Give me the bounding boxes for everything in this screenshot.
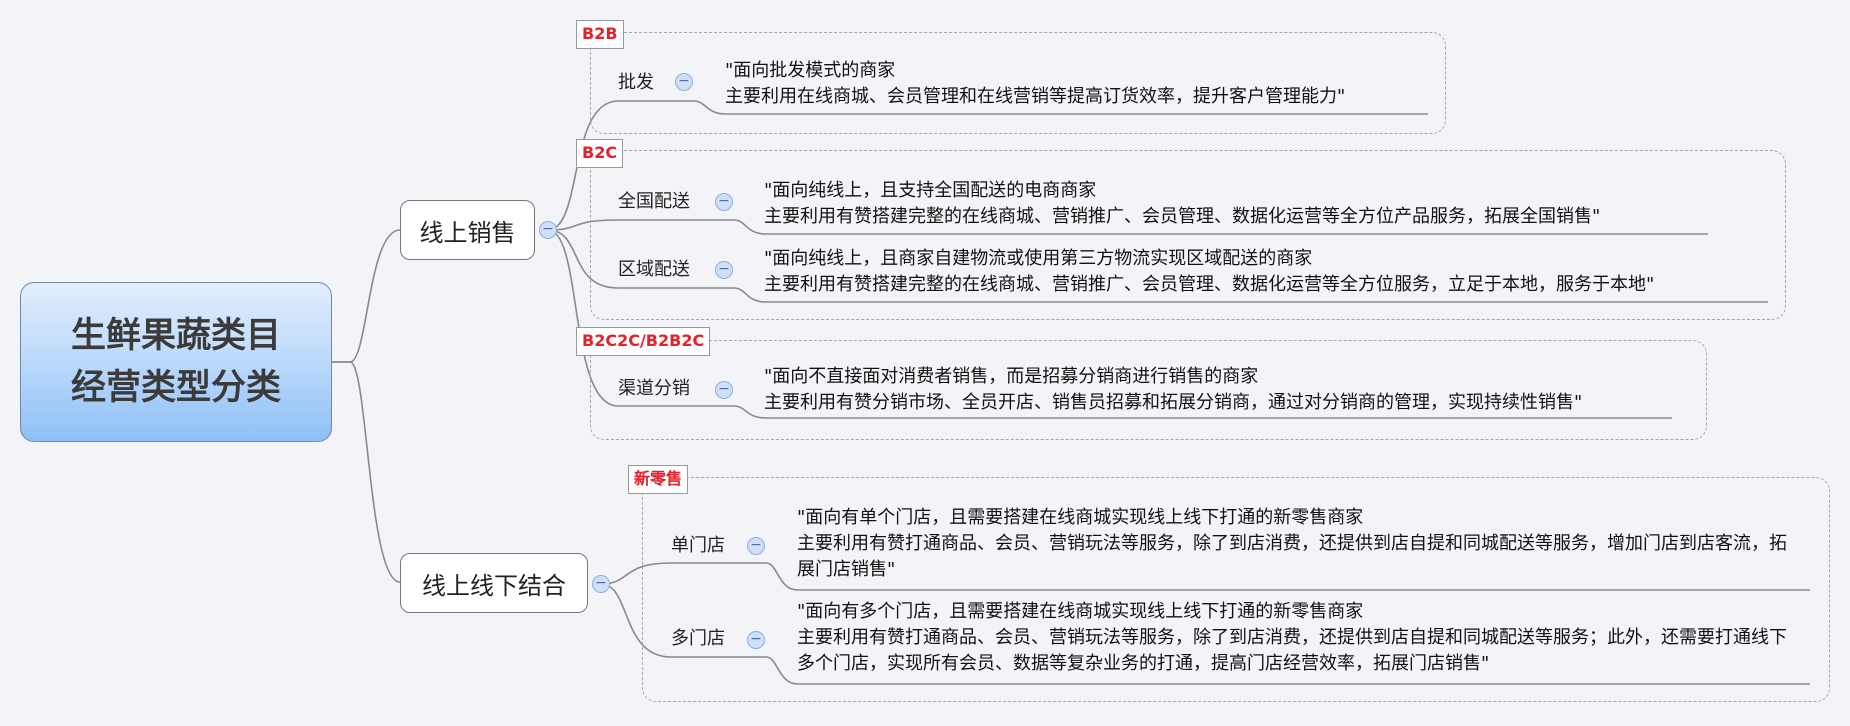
- description-line: "面向纯线上，且支持全国配送的电商商家: [764, 180, 1097, 201]
- description-multi-store: "面向有多个门店，且需要搭建在线商城实现线上线下打通的新零售商家 主要利用有赞打…: [797, 599, 1797, 677]
- collapse-icon[interactable]: −: [592, 575, 610, 593]
- subtopic-regional-delivery[interactable]: 区域配送: [618, 259, 690, 280]
- group-b2b: [590, 32, 1446, 134]
- group-tag-b2c2c-b2b2c: B2C2C/B2B2C: [576, 327, 711, 356]
- description-regional-delivery: "面向纯线上，且商家自建物流或使用第三方物流实现区域配送的商家 主要利用有赞搭建…: [764, 246, 1654, 298]
- description-line: "面向批发模式的商家: [725, 60, 896, 81]
- description-line: 主要利用在线商城、会员管理和在线营销等提高订货效率，提升客户管理能力": [725, 86, 1346, 107]
- group-new-retail: [642, 477, 1830, 702]
- collapse-icon[interactable]: −: [715, 381, 733, 399]
- collapse-icon[interactable]: −: [675, 73, 693, 91]
- root-topic[interactable]: 生鲜果蔬类目 经营类型分类: [20, 282, 332, 442]
- collapse-icon[interactable]: −: [715, 261, 733, 279]
- description-line: "面向有多个门店，且需要搭建在线商城实现线上线下打通的新零售商家: [797, 601, 1364, 622]
- collapse-icon[interactable]: −: [715, 193, 733, 211]
- description-channel-distribution: "面向不直接面对消费者销售，而是招募分销商进行销售的商家 主要利用有赞分销市场、…: [764, 364, 1582, 416]
- group-tag-b2b: B2B: [576, 20, 624, 49]
- description-line: "面向不直接面对消费者销售，而是招募分销商进行销售的商家: [764, 366, 1259, 387]
- group-tag-b2c: B2C: [576, 139, 624, 168]
- description-line: "面向有单个门店，且需要搭建在线商城实现线上线下打通的新零售商家: [797, 507, 1364, 528]
- description-wholesale: "面向批发模式的商家 主要利用在线商城、会员管理和在线营销等提高订货效率，提升客…: [725, 58, 1345, 110]
- root-title-line-1: 生鲜果蔬类目: [70, 316, 281, 356]
- subtopic-channel-distribution[interactable]: 渠道分销: [618, 378, 690, 399]
- description-line: 主要利用有赞打通商品、会员、营销玩法等服务，除了到店消费，还提供到店自提和同城配…: [797, 533, 1787, 580]
- description-line: 主要利用有赞搭建完整的在线商城、营销推广、会员管理、数据化运营等全方位产品服务，…: [764, 206, 1601, 227]
- subtopic-single-store[interactable]: 单门店: [671, 535, 725, 556]
- group-tag-new-retail: 新零售: [628, 465, 689, 494]
- description-line: 主要利用有赞分销市场、全员开店、销售员招募和拓展分销商，通过对分销商的管理，实现…: [764, 392, 1583, 413]
- group-b2c2c-b2b2c: [590, 340, 1707, 440]
- description-line: 主要利用有赞搭建完整的在线商城、营销推广、会员管理、数据化运营等全方位服务，立足…: [764, 274, 1655, 295]
- root-title-line-2: 经营类型分类: [70, 368, 281, 408]
- collapse-icon[interactable]: −: [747, 537, 765, 555]
- root-connector: [332, 361, 401, 583]
- branch-online-offline[interactable]: 线上线下结合: [400, 553, 588, 613]
- subtopic-wholesale[interactable]: 批发: [618, 72, 654, 93]
- description-line: "面向纯线上，且商家自建物流或使用第三方物流实现区域配送的商家: [764, 248, 1313, 269]
- collapse-icon[interactable]: −: [539, 221, 557, 239]
- description-national-delivery: "面向纯线上，且支持全国配送的电商商家 主要利用有赞搭建完整的在线商城、营销推广…: [764, 178, 1600, 230]
- subtopic-multi-store[interactable]: 多门店: [671, 628, 725, 649]
- group-b2c: [590, 150, 1786, 320]
- root-connector: [332, 229, 401, 363]
- collapse-icon[interactable]: −: [747, 631, 765, 649]
- branch-online-sales[interactable]: 线上销售: [400, 200, 535, 260]
- description-single-store: "面向有单个门店，且需要搭建在线商城实现线上线下打通的新零售商家 主要利用有赞打…: [797, 505, 1797, 583]
- subtopic-national-delivery[interactable]: 全国配送: [618, 191, 690, 212]
- description-line: 主要利用有赞打通商品、会员、营销玩法等服务，除了到店消费，还提供到店自提和同城配…: [797, 627, 1787, 674]
